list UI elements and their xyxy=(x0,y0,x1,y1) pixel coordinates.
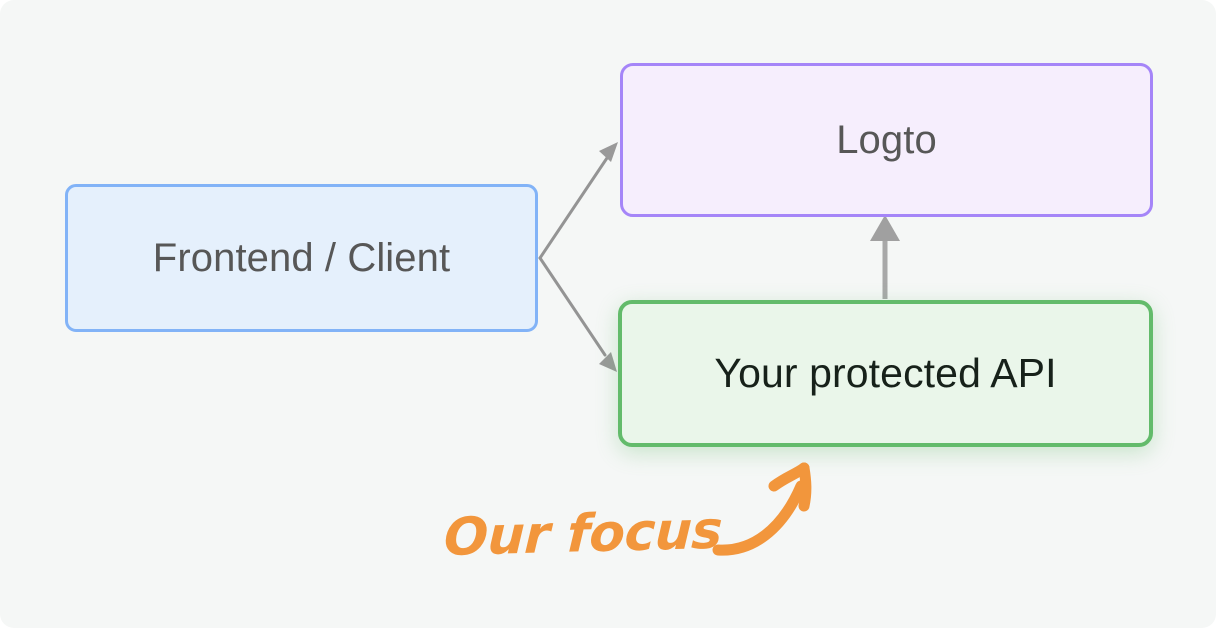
node-logto-label: Logto xyxy=(836,118,937,162)
curved-up-right-arrow-icon xyxy=(712,462,812,556)
our-focus-annotation-label: Our focus xyxy=(442,500,724,568)
node-frontend-client-label: Frontend / Client xyxy=(152,236,451,280)
our-focus-annotation: Our focus xyxy=(442,496,734,580)
edge-frontend-to-logto xyxy=(538,142,618,260)
node-protected-api[interactable]: Your protected API xyxy=(618,300,1153,447)
node-protected-api-label: Your protected API xyxy=(714,349,1057,396)
edge-frontend-to-api xyxy=(538,256,617,372)
edge-api-to-logto xyxy=(870,215,900,299)
node-frontend-client[interactable]: Frontend / Client xyxy=(65,184,538,332)
node-logto[interactable]: Logto xyxy=(620,63,1153,217)
